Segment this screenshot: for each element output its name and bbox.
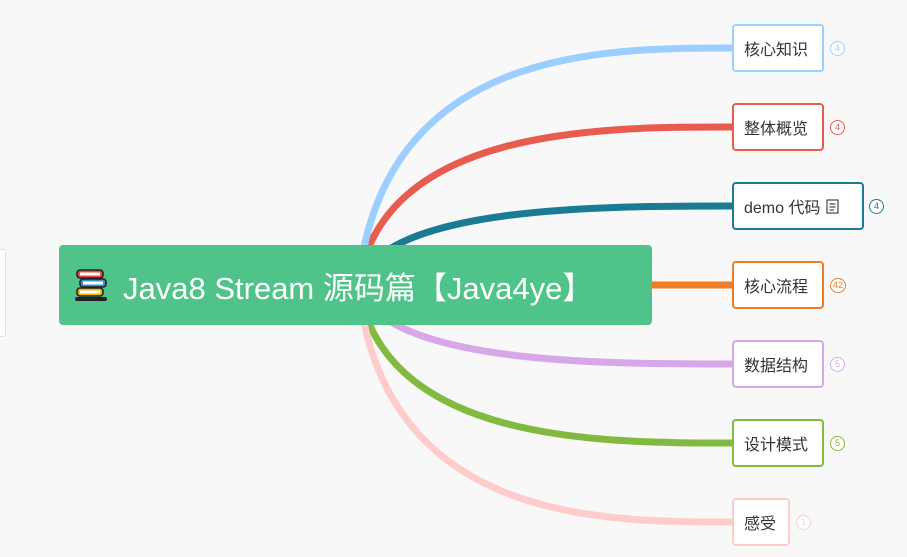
topic-label: 整体概览 — [744, 121, 809, 138]
topic-feelings[interactable]: 感受 — [732, 498, 790, 546]
connector-pattern — [354, 281, 736, 447]
connector-core — [354, 44, 736, 289]
topic-data-structure[interactable]: 数据结构 — [732, 340, 824, 388]
topic-core-flow[interactable]: 核心流程 — [732, 261, 824, 309]
child-count-badge[interactable]: 4 — [869, 199, 884, 214]
child-count-badge[interactable]: 5 — [830, 436, 845, 451]
root-topic[interactable]: Java8 Stream 源码篇【Java4ye】 — [59, 245, 652, 325]
child-count-badge[interactable]: 4 — [830, 41, 845, 56]
child-count-badge[interactable]: 5 — [830, 357, 845, 372]
topic-label: 核心流程 — [744, 279, 809, 296]
topic-overview[interactable]: 整体概览 — [732, 103, 824, 151]
topic-design-pattern[interactable]: 设计模式 — [732, 419, 824, 467]
offscreen-node-edge — [0, 249, 6, 337]
child-count-badge[interactable]: 4 — [830, 120, 845, 135]
topic-label: 核心知识 — [744, 42, 809, 59]
child-count-badge[interactable]: 42 — [830, 278, 846, 293]
topic-label: 设计模式 — [744, 437, 809, 454]
connector-feel — [354, 281, 736, 526]
topic-label: 数据结构 — [744, 358, 809, 375]
topic-demo-code[interactable]: demo 代码 — [732, 182, 864, 230]
books-icon — [75, 269, 107, 301]
root-title: Java8 Stream 源码篇【Java4ye】 — [123, 270, 594, 306]
note-icon[interactable] — [826, 198, 840, 214]
topic-label: 感受 — [744, 516, 777, 533]
child-count-badge[interactable]: 1 — [796, 515, 811, 530]
connector-overview — [354, 123, 736, 289]
topic-label: demo 代码 — [744, 200, 821, 217]
topic-core-knowledge[interactable]: 核心知识 — [732, 24, 824, 72]
